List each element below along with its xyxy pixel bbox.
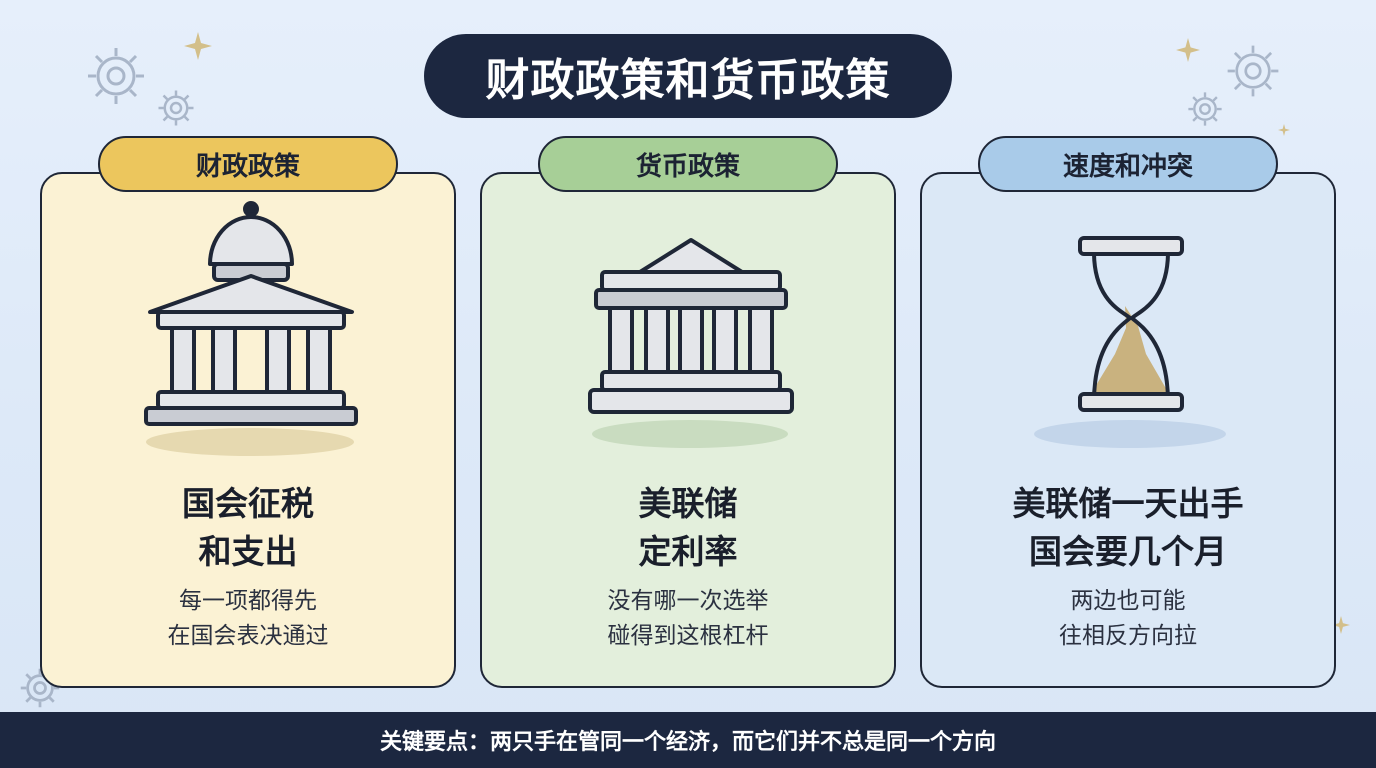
sparkle-icon <box>1278 124 1290 136</box>
card-headline: 美联储一天出手 国会要几个月 <box>1012 484 1244 571</box>
gear-icon <box>1227 45 1279 97</box>
key-takeaway-footer: 关键要点：两只手在管同一个经济，而它们并不总是同一个方向 <box>0 712 1376 768</box>
sparkle-icon <box>1332 616 1350 634</box>
fiscal-policy-card: 国会征税 和支出 每一项都得先 在国会表决通过 <box>40 172 456 688</box>
hourglass-icon <box>1034 236 1226 448</box>
gear-icon <box>1188 92 1222 126</box>
card-subtext: 每一项都得先 在国会表决通过 <box>167 588 329 649</box>
card-headline: 国会征税 和支出 <box>182 484 314 571</box>
sparkle-icon <box>1176 38 1200 62</box>
title-banner: 财政政策和货币政策 <box>424 34 952 118</box>
page-title: 财政政策和货币政策 <box>485 55 891 106</box>
card-subtext: 两边也可能 往相反方向拉 <box>1059 588 1197 649</box>
tab-monetary-policy: 货币政策 <box>538 136 838 192</box>
card-subtext: 没有哪一次选举 碰得到这根杠杆 <box>607 588 769 649</box>
gear-icon <box>158 90 194 126</box>
bank-building-icon <box>588 238 794 448</box>
tab-fiscal-policy: 财政政策 <box>98 136 398 192</box>
monetary-policy-card: 美联储 定利率 没有哪一次选举 碰得到这根杠杆 <box>480 172 896 688</box>
gear-icon <box>88 48 144 104</box>
speed-conflict-card: 美联储一天出手 国会要几个月 两边也可能 往相反方向拉 <box>920 172 1336 688</box>
capitol-building-icon <box>144 201 358 456</box>
tab-speed-conflict: 速度和冲突 <box>978 136 1278 192</box>
sparkle-icon <box>184 32 212 60</box>
card-headline: 美联储 定利率 <box>638 484 738 571</box>
